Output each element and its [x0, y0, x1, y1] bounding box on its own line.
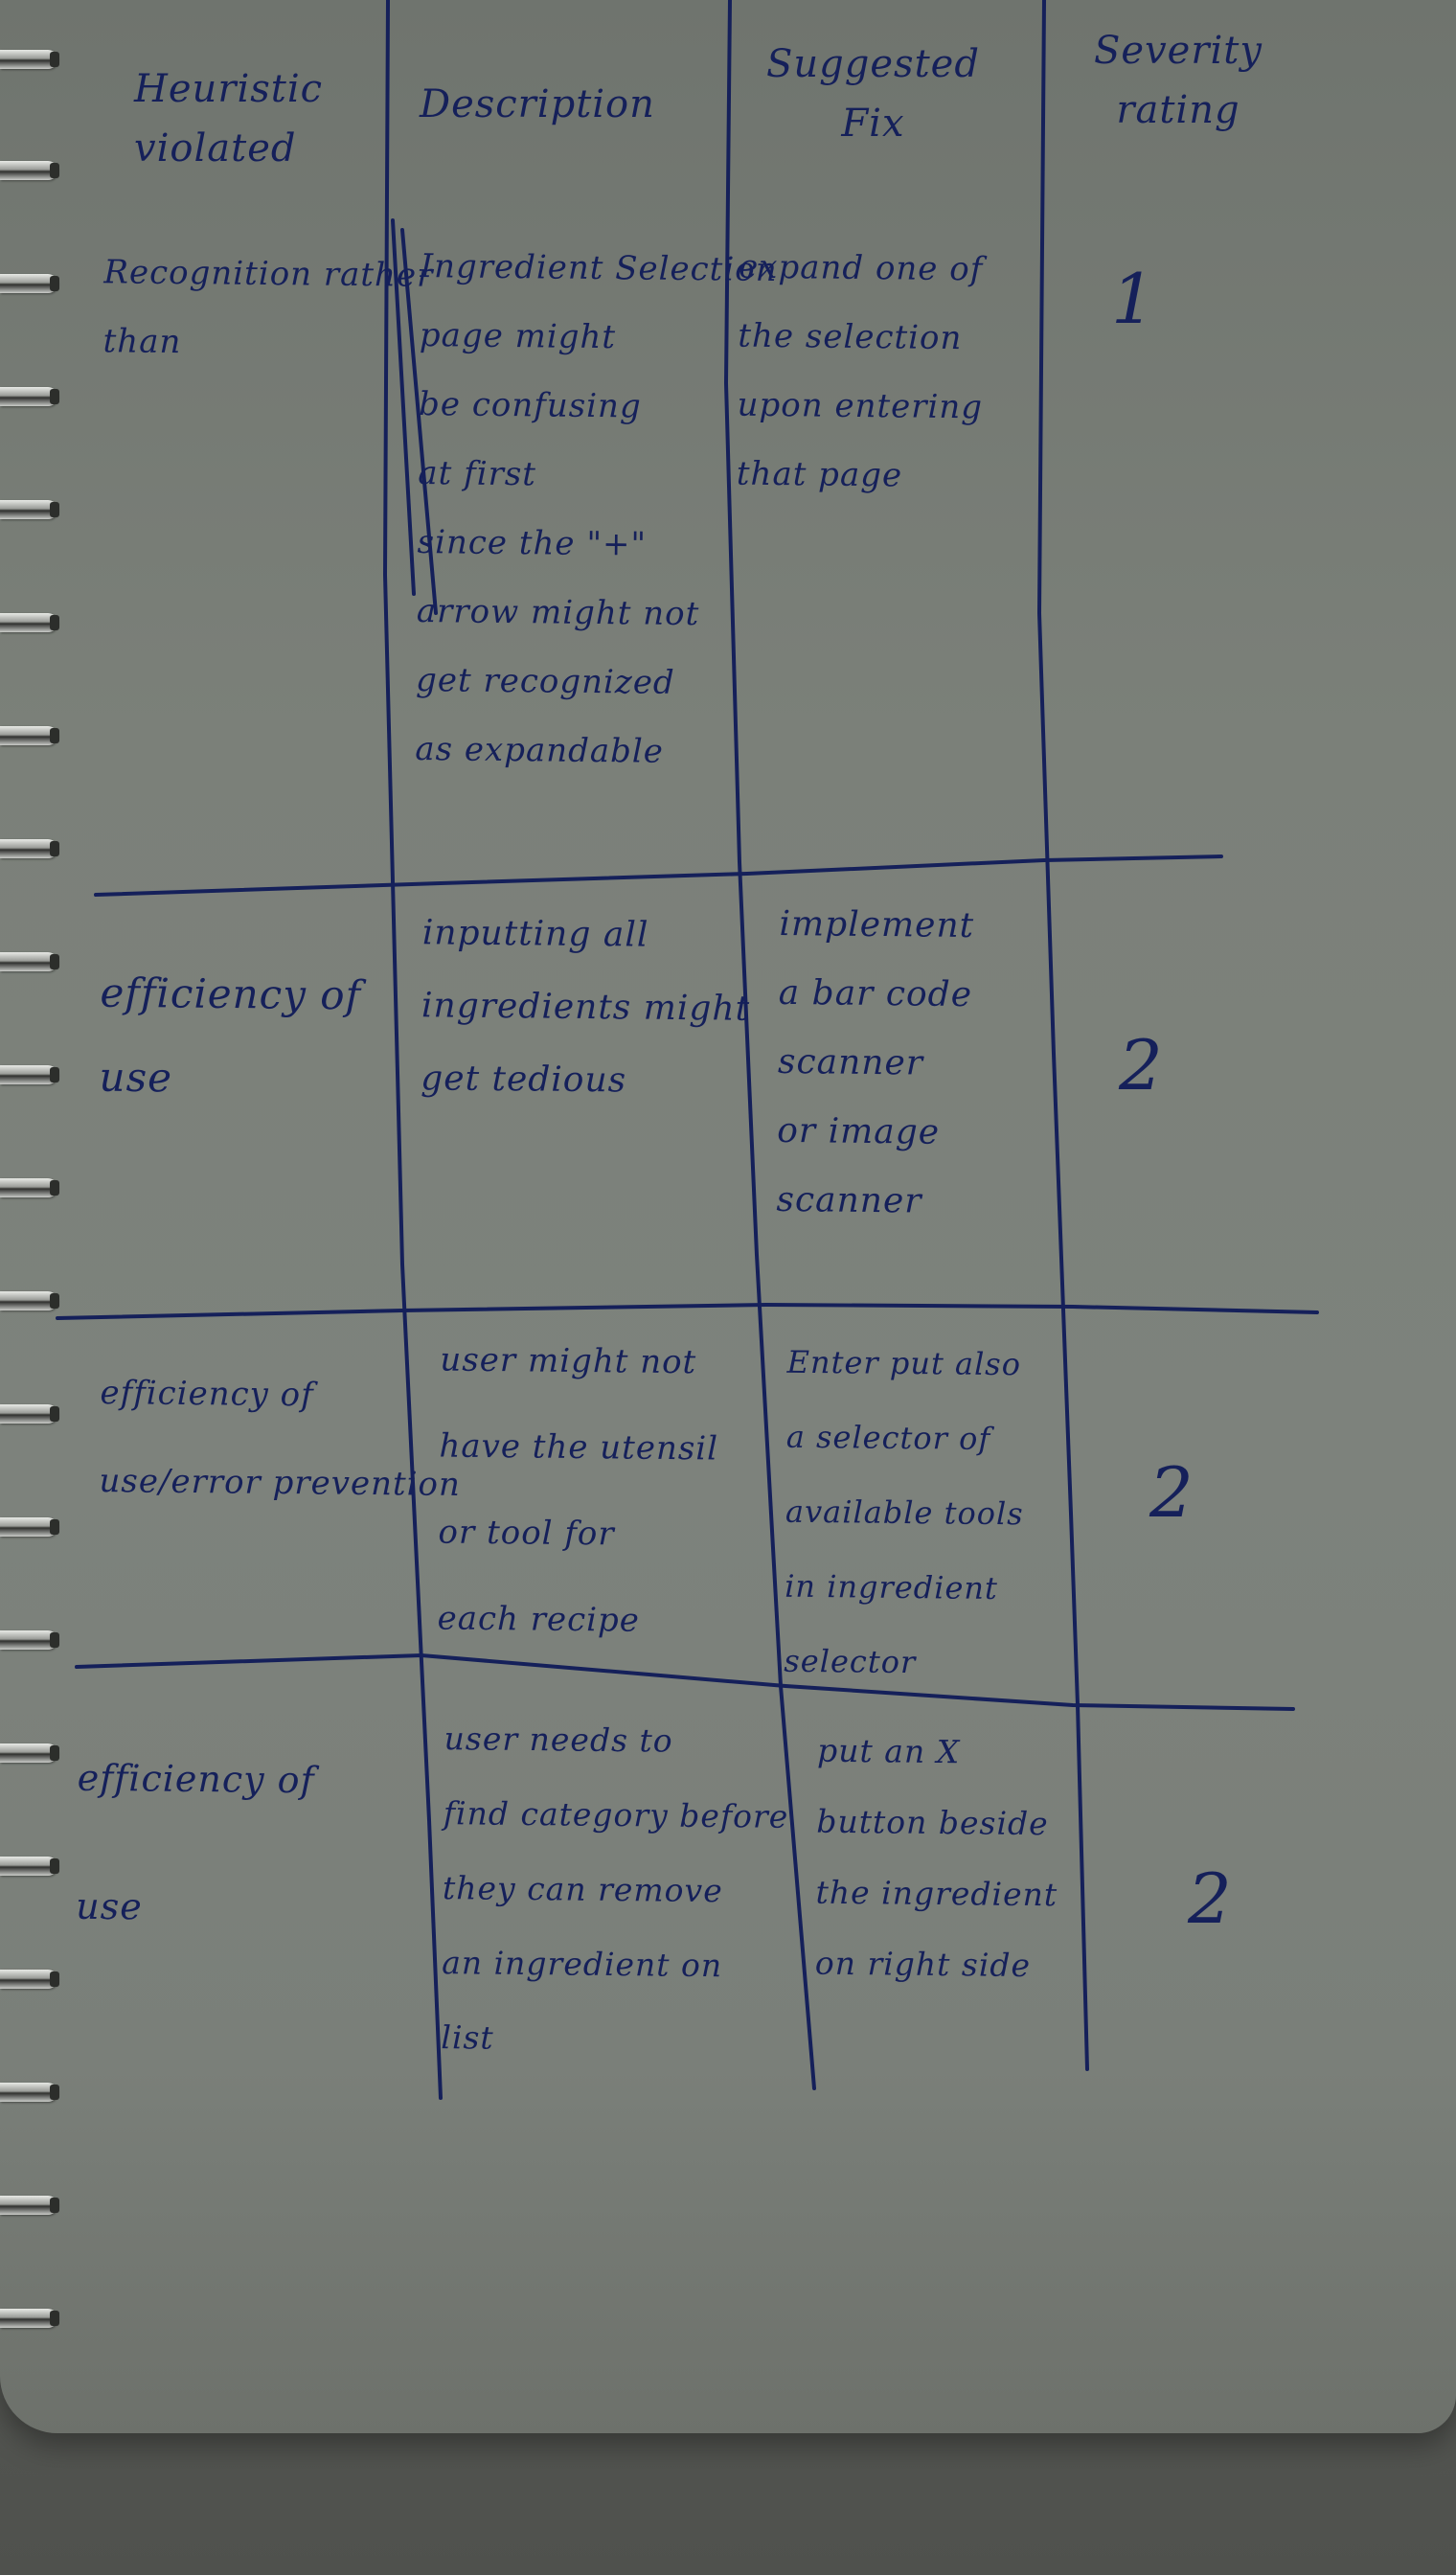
header-heuristic: Heuristic violated [134, 67, 324, 171]
spiral-ring [0, 718, 59, 753]
row1-description: Ingredient Selection page might be confu… [415, 247, 778, 771]
spiral-ring [0, 1962, 59, 1996]
spiral-ring [0, 1284, 59, 1318]
row3-rating: 2 [1149, 1452, 1194, 1533]
spiral-ring [0, 1849, 59, 1883]
spiral-ring [0, 1510, 59, 1544]
spiral-ring [0, 832, 59, 866]
spiral-ring [0, 1623, 59, 1657]
spiral-ring [0, 2188, 59, 2222]
spiral-ring [0, 2075, 59, 2109]
row-divider [94, 855, 1223, 897]
row3-fix: Enter put also a selector of available t… [784, 1343, 1024, 1681]
row1-heuristic: Recognition rather than [102, 253, 434, 362]
row2-description: inputting all ingredients might get tedi… [421, 913, 751, 1101]
spiral-ring [0, 153, 59, 188]
spiral-ring [0, 1171, 59, 1205]
row1-fix: expand one of the selection upon enterin… [736, 247, 984, 495]
row4-heuristic: efficiency of use [76, 1756, 315, 1928]
row3-heuristic: efficiency of use/error prevention [99, 1374, 462, 1504]
row4-description: user needs to find category before they … [441, 1720, 789, 2057]
row4-rating: 2 [1188, 1858, 1232, 1939]
spiral-ring [0, 1058, 59, 1092]
row1-rating: 1 [1111, 259, 1155, 339]
column-divider [1036, 0, 1089, 2071]
row2-rating: 2 [1119, 1025, 1163, 1105]
row-divider [75, 1652, 1295, 1711]
notebook-page: Heuristic violated Description Suggested… [0, 0, 1456, 2433]
row3-description: user might not have the utensil or tool … [437, 1340, 719, 1640]
spiral-ring [0, 379, 59, 414]
header-severity-rating: Severity rating [1094, 29, 1263, 132]
spiral-ring [0, 2301, 59, 2336]
row4-fix: put an X button beside the ingredient on… [814, 1731, 1058, 1985]
spiral-ring [0, 605, 59, 640]
header-description: Description [420, 82, 655, 126]
row-divider [56, 1302, 1319, 1320]
spiral-ring [0, 266, 59, 301]
row2-fix: implement a bar code scanner or image sc… [776, 903, 975, 1221]
spiral-binding [0, 0, 77, 2433]
spiral-ring [0, 42, 59, 77]
table-grid-lines [56, 0, 1319, 2100]
spiral-ring [0, 1397, 59, 1431]
column-divider [382, 0, 443, 2100]
header-suggested-fix: Suggested Fix [766, 42, 980, 146]
spiral-ring [0, 1736, 59, 1770]
spiral-ring [0, 492, 59, 527]
spiral-ring [0, 945, 59, 979]
row2-heuristic: efficiency of use [99, 968, 362, 1102]
column-divider [723, 0, 816, 2090]
